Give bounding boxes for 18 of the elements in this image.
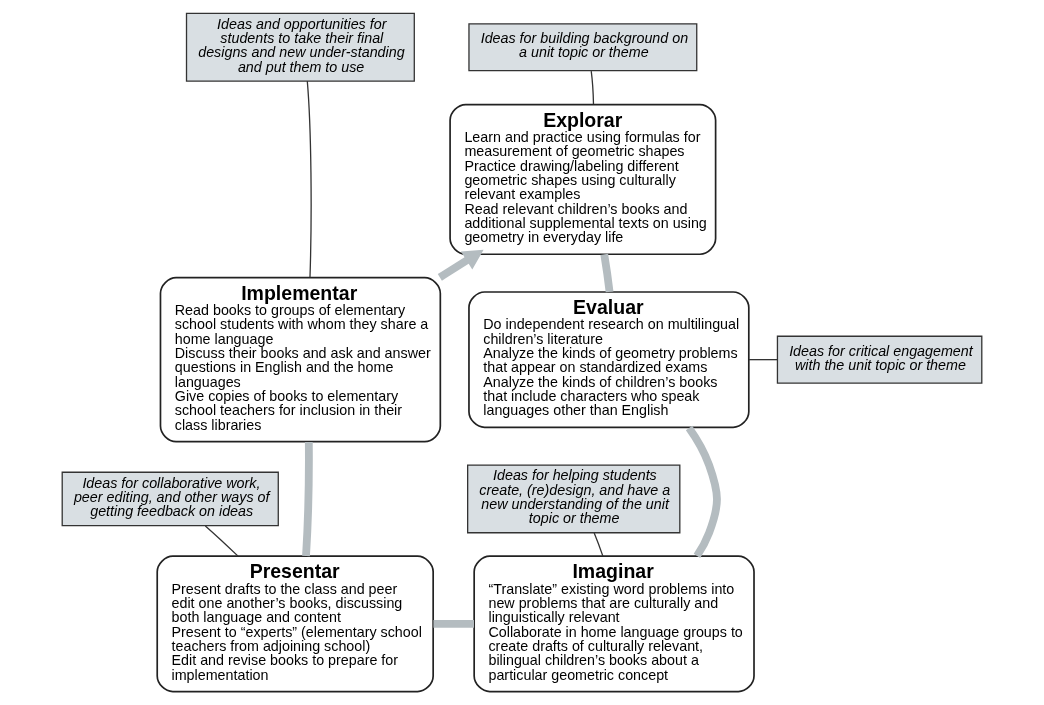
node-box: Ideas for collaborative work, peer editing, and other ways of getting feedback on ideas [61,471,279,527]
connector [306,80,312,278]
connector [748,359,778,361]
node-box: Ideas for helping students create, (re)design, and have a new understanding of the unit topic or theme [467,464,681,534]
connector [590,70,595,105]
arrow [437,249,484,281]
connector [600,253,614,293]
node-box: Ideas for building background on a unit topic or theme [468,23,698,72]
node-box: Imaginar “Translate” existing word problems into new problems that are culturally and linguistically relevant Collaborate in home language groups to create drafts of culturally relevant, bilingual children’s books about a particular geometric concept [473,555,755,693]
node-box: Implementar Read books to groups of elementary school students with whom they share a home language Discuss their books and ask and answer questions in English and the home languages Give copies of books to elementary school teachers for inclusion in their class libraries [159,276,442,443]
node-box: Explorar Learn and practice using formulas for measurement of geometric shapes Practice drawing/labeling different geometric shapes using culturally relevant examples Read relevant children’s books and additional supplemental texts on using geometry in everyday life [449,103,717,256]
node-box: Evaluar Do independent research on multilingual children’s literature Analyze the kinds of geometry problems that appear on standardized exams Analyze the kinds of children’s books that include characters who speak languages other than English [468,291,750,429]
node-box: Ideas for critical engagement with the unit topic or theme [776,335,983,384]
connector [204,525,239,557]
node-box: Ideas and opportunities for students to take their final designs and new under-standing and put them to use [185,12,415,82]
connector [302,441,313,557]
node-box: Presentar Present drafts to the class and peer edit one another’s books, discussing both language and content Present to “experts” (elementary school teachers from adjoining school) Edit and revise books to prepare for implementation [156,555,434,693]
connector [593,532,604,557]
